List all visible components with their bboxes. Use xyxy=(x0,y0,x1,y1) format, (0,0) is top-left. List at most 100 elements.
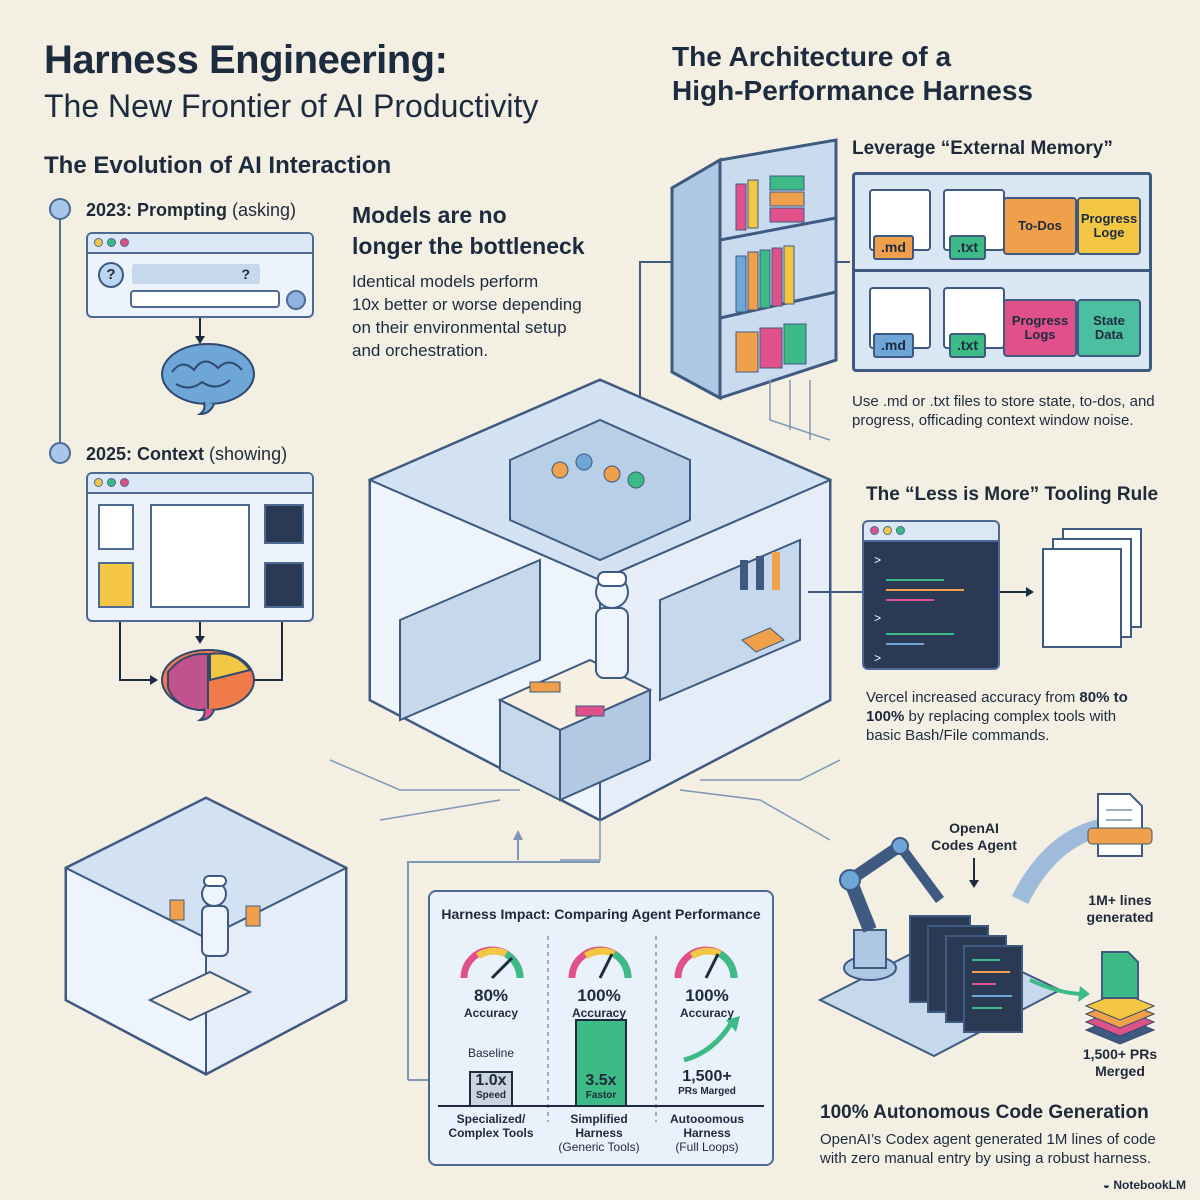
terminal-code-lines: > > > xyxy=(874,554,964,666)
prompt-input xyxy=(130,290,280,308)
svg-text:>: > xyxy=(874,612,881,626)
col3-box: 1,500+ PRs Marged xyxy=(652,1068,762,1097)
col1-box-value: 1.0x xyxy=(475,1072,507,1089)
col2-box-sub: Fastor xyxy=(585,1090,617,1101)
prompt-window: ? ? xyxy=(86,232,314,318)
impact-heading: Harness Impact: Comparing Agent Performa… xyxy=(441,906,761,922)
col1-label: Specialized/ Complex Tools xyxy=(436,1112,546,1140)
tooling-caption: Vercel increased accuracy from 80% to 10… xyxy=(866,688,1128,745)
col3-metric: Accuracy xyxy=(679,1006,735,1020)
folder-state-data: State Data xyxy=(1077,299,1141,357)
terminal-window: > > > xyxy=(862,520,1000,670)
bar-baseline xyxy=(469,1071,513,1107)
prs-label-line1: 1,500+ PRs xyxy=(1082,1046,1158,1062)
architecture-title-line2: High-Performance Harness xyxy=(672,75,1034,106)
context-page xyxy=(150,504,250,608)
evolution-heading: The Evolution of AI Interaction xyxy=(44,152,392,179)
document-icon xyxy=(98,504,134,550)
tooling-caption-line3: basic Bash/File commands. xyxy=(866,727,1050,744)
tag-txt-1: .txt xyxy=(949,235,986,260)
col1-metric: Accuracy xyxy=(463,1006,519,1020)
col3-box-value: 1,500+ xyxy=(682,1068,732,1085)
stage-2025-bold: 2025: Context xyxy=(86,444,205,464)
col2-metric: Accuracy xyxy=(571,1006,627,1020)
col2-box-value: 3.5x xyxy=(585,1072,617,1089)
memory-caption-line2: progress, officading context window nois… xyxy=(852,412,1134,429)
folder-todos: To-Dos xyxy=(1003,197,1077,255)
col1-label2: Complex Tools xyxy=(448,1126,534,1140)
timeline-dot-2023 xyxy=(49,198,71,220)
bottleneck-body-line3: on their environmental setup xyxy=(352,318,567,337)
col3-label3: (Full Loops) xyxy=(675,1140,739,1154)
folder-progress-loge: Progress Loge xyxy=(1077,197,1141,255)
tooling-caption-b1: 80% to xyxy=(1079,689,1128,706)
tag-md-2: .md xyxy=(873,333,914,358)
arrow-context-left xyxy=(119,622,152,681)
col2-pct: 100% xyxy=(577,986,621,1005)
bar-simplified xyxy=(575,1019,627,1107)
gauge-icon-1 xyxy=(460,946,524,980)
impact-panel: Harness Impact: Comparing Agent Performa… xyxy=(428,890,774,1166)
prompt-window-titlebar xyxy=(88,234,312,254)
brain-icon-blue xyxy=(161,343,255,416)
bookshelf-illustration xyxy=(670,138,838,401)
prs-label-line2: Merged xyxy=(1095,1063,1145,1079)
kitchen-small-illustration xyxy=(63,796,349,1076)
notes-icon xyxy=(98,562,134,608)
col3-label1: Autooomous xyxy=(670,1112,744,1126)
autonomous-caption-line2: with zero manual entry by using a robust… xyxy=(820,1150,1152,1167)
agent-label: OpenAI Codes Agent xyxy=(924,820,1024,854)
autonomous-caption-line1: OpenAI’s Codex agent generated 1M lines … xyxy=(820,1131,1156,1148)
bottleneck-body-line1: Identical models perform xyxy=(352,272,539,291)
timeline-dot-2025 xyxy=(49,442,71,464)
shelf-connector xyxy=(639,261,672,440)
stage-2023-bold: 2023: Prompting xyxy=(86,200,228,220)
stage-2025-rest: (showing) xyxy=(204,444,288,464)
code-icon-small xyxy=(264,562,304,608)
memory-caption: Use .md or .txt files to store state, to… xyxy=(852,392,1155,430)
col2-box: 3.5x Fastor xyxy=(576,1072,626,1101)
notebooklm-logo-icon: ◒ xyxy=(1102,1178,1114,1192)
col1-label1: Specialized/ xyxy=(456,1112,526,1126)
autonomous-caption: OpenAI’s Codex agent generated 1M lines … xyxy=(820,1130,1156,1168)
kitchen-main-illustration xyxy=(367,378,833,822)
terminal-window-titlebar xyxy=(864,522,998,542)
col2-label2: Harness xyxy=(575,1126,623,1140)
col1-box: 1.0x Speed xyxy=(470,1072,512,1101)
agent-label-line1: OpenAI xyxy=(949,820,999,836)
context-window xyxy=(86,472,314,622)
lines-label-line2: generated xyxy=(1086,909,1154,925)
prs-label: 1,500+ PRs Merged xyxy=(1070,1046,1170,1080)
gauge-icon-3 xyxy=(674,946,738,979)
bottleneck-body-line2: 10x better or worse depending xyxy=(352,295,582,314)
question-icon: ? xyxy=(98,262,124,288)
code-stack-illustration xyxy=(909,915,1023,1033)
document-icon-1m xyxy=(1087,793,1153,857)
svg-text:>: > xyxy=(874,652,881,666)
svg-text:>: > xyxy=(874,554,881,568)
page-subtitle: The New Frontier of AI Productivity xyxy=(44,88,539,124)
col3-box-sub: PRs Marged xyxy=(678,1086,736,1097)
context-window-titlebar xyxy=(88,474,312,494)
prompt-bubble: ? xyxy=(132,264,260,284)
col2-label1: Simplified xyxy=(570,1112,628,1126)
tooling-caption-pre: Vercel increased accuracy from xyxy=(866,689,1080,706)
tooling-heading: The “Less is More” Tooling Rule xyxy=(866,484,1159,505)
gauge-icon-2 xyxy=(568,946,632,979)
terminal-icon-small xyxy=(264,504,304,544)
bottleneck-heading: Models are no longer the bottleneck xyxy=(352,200,585,262)
impact-graphics xyxy=(438,936,764,1122)
lines-label: 1M+ lines generated xyxy=(1070,892,1170,926)
col3-label: Autooomous Harness (Full Loops) xyxy=(652,1112,762,1154)
bottleneck-heading-line1: Models are no xyxy=(352,202,507,228)
bottleneck-heading-line2: longer the bottleneck xyxy=(352,233,585,259)
impact-col-3: 100% Accuracy xyxy=(652,986,762,1020)
trend-arrow-icon xyxy=(683,1020,735,1063)
bottleneck-body: Identical models perform 10x better or w… xyxy=(352,270,582,362)
footer-brand-text: NotebookLM xyxy=(1113,1178,1186,1192)
memory-heading: Leverage “External Memory” xyxy=(852,138,1113,159)
page-title: Harness Engineering: xyxy=(44,38,448,82)
architecture-title: The Architecture of a High-Performance H… xyxy=(672,40,1092,108)
send-icon xyxy=(286,290,306,310)
